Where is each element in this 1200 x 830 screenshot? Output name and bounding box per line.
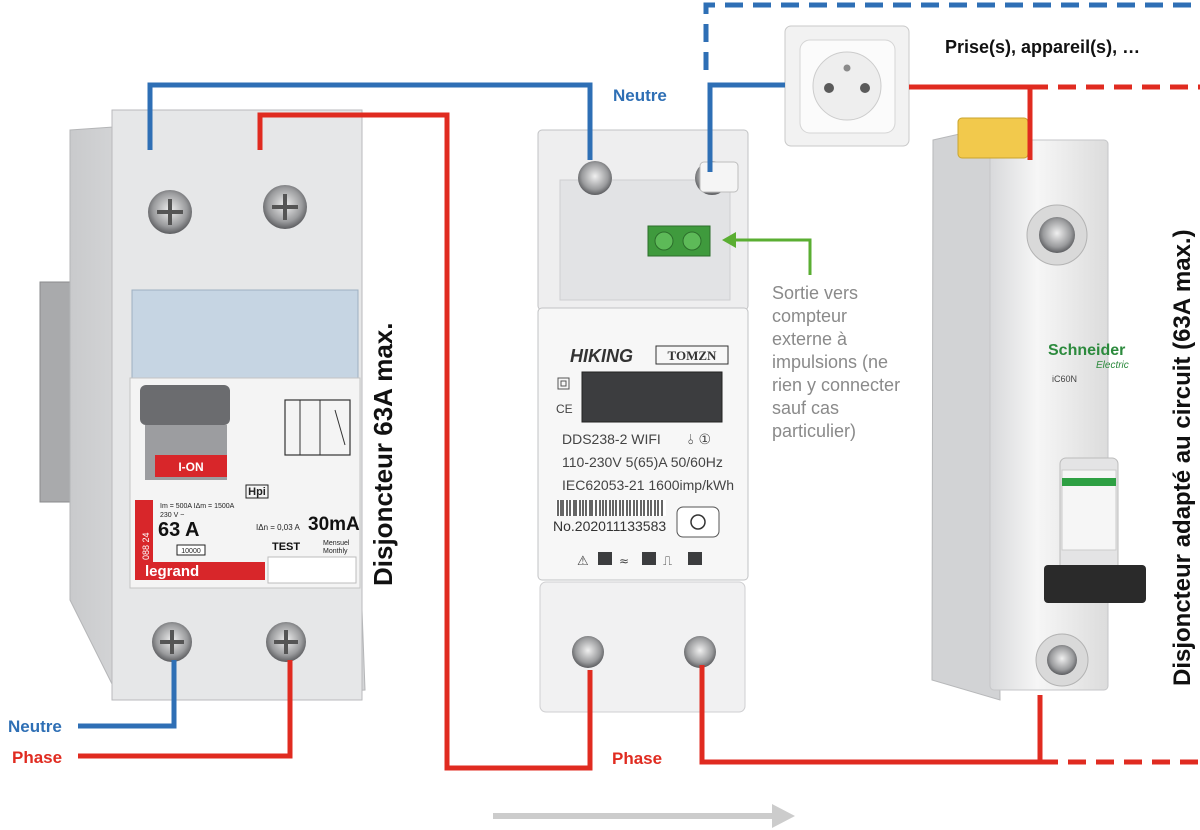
label-neutre-left: Neutre <box>8 717 62 736</box>
hpi-label: Hpi <box>248 486 266 498</box>
meter-model: DDS238-2 WIFI <box>562 431 661 447</box>
specs-text: Im = 500A IΔm = 1500A <box>160 503 235 510</box>
test-label: TEST <box>272 541 300 553</box>
ce-mark: CE <box>556 402 573 416</box>
screw-icon <box>578 161 612 195</box>
neutral-wires <box>78 2 1200 729</box>
test-note-2: Monthly <box>323 548 348 555</box>
barcode <box>556 500 666 516</box>
label-breaker-caption: Disjoncteur adapté au circuit (63A max.) <box>1169 229 1196 686</box>
test-note-1: Mensuel <box>323 540 350 547</box>
screw-icon <box>572 636 604 668</box>
idn-text: IΔn = 0,03 A <box>256 523 300 532</box>
note-line: compteur <box>772 306 848 326</box>
handle-label: I-ON <box>178 460 203 474</box>
phase-wires <box>78 84 1200 771</box>
flow-arrow <box>493 804 795 828</box>
breaker-model: iC60N <box>1052 374 1077 384</box>
pulse-output-pointer <box>722 232 812 275</box>
brand-logo: legrand <box>145 563 199 580</box>
meter-display <box>581 371 723 423</box>
label-differential-caption: Disjoncteur 63A max. <box>368 323 398 586</box>
ref-text: 088 24 <box>141 532 151 560</box>
breaker-brand: Schneider <box>1048 342 1125 359</box>
rating-text: 63 A <box>158 519 200 541</box>
sensitivity-text: 30mA <box>308 514 360 535</box>
note-line: Sortie vers <box>772 283 859 303</box>
screw-icon <box>684 636 716 668</box>
pulse-output-note: Sortie vers compteur externe à impulsion… <box>772 282 932 443</box>
pulse-icon: ⎍ <box>663 554 672 569</box>
note-line: impulsions (ne <box>772 352 889 372</box>
meter-brand: HIKING <box>570 346 633 366</box>
wifi-icon: ≈ <box>619 554 629 568</box>
label-prises: Prise(s), appareil(s), … <box>945 37 1140 57</box>
wall-socket <box>784 25 910 147</box>
note-line: particulier) <box>772 421 857 441</box>
toggle-handle <box>155 455 227 477</box>
meter-serial: No.202011133583 <box>553 518 666 534</box>
voltage-text: 230 V ~ <box>160 512 184 519</box>
warning-icon: ⚠ <box>577 554 589 569</box>
arrow-right-icon <box>772 804 795 828</box>
screw-icon <box>1039 217 1075 253</box>
circuit-breaker: Schneider Electric iC60N <box>931 117 1146 701</box>
breaker-brand-sub: Electric <box>1096 360 1129 371</box>
meter-voltage: 110-230V 5(65)A 50/60Hz <box>562 454 723 470</box>
meter-maker: TOMZN <box>668 348 717 363</box>
label-phase-mid: Phase <box>612 749 662 768</box>
note-line: rien y connecter <box>772 375 901 395</box>
svg-text:⫰ ①: ⫰ ① <box>688 432 711 448</box>
code-text: 10000 <box>181 548 201 555</box>
label-phase-left: Phase <box>12 748 62 767</box>
differential-breaker: I-ON Hpi Im = 500A IΔm = 1500A 230 V ~ 6… <box>39 109 366 701</box>
label-neutre-top: Neutre <box>613 86 667 105</box>
meter-standard: IEC62053-21 1600imp/kWh <box>562 477 734 493</box>
arrow-left-icon <box>722 232 736 248</box>
screw-icon <box>1047 645 1077 675</box>
note-line: sauf cas <box>772 398 840 418</box>
note-line: externe à <box>772 329 848 349</box>
energy-meter: HIKING TOMZN CE DDS238-2 WIFI ⫰ ① 110-23… <box>537 129 749 713</box>
reset-icon <box>690 514 706 530</box>
